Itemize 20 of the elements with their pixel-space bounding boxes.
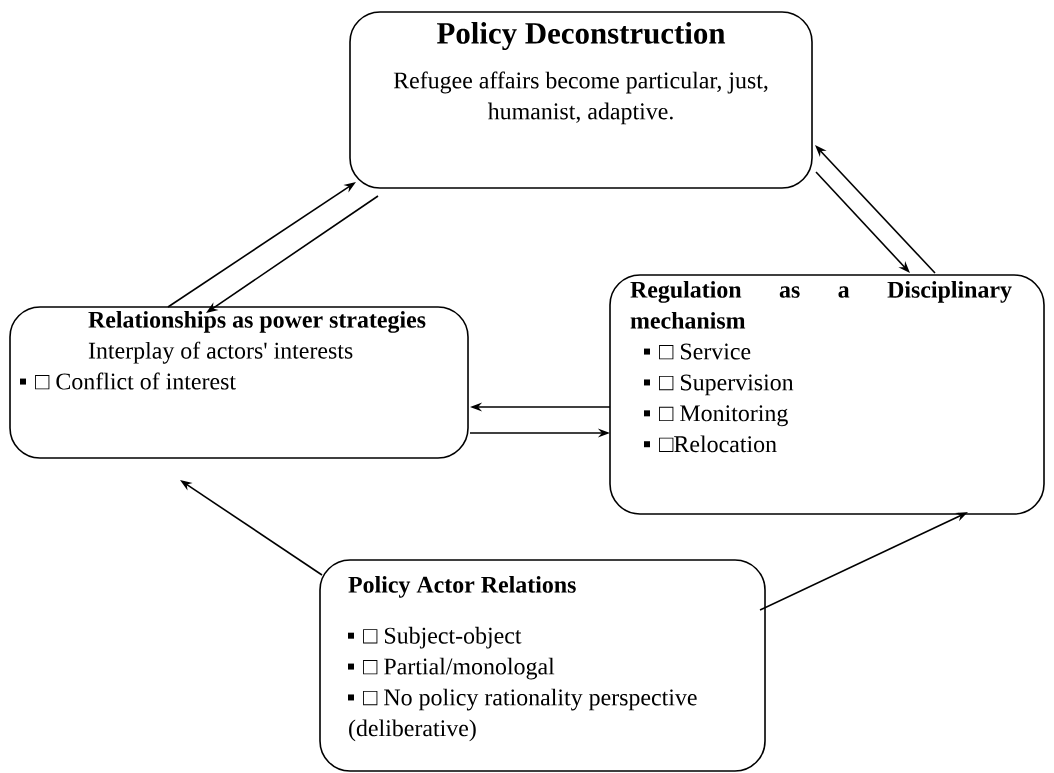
list-item: □ Supervision	[644, 374, 794, 396]
list-item: □ Service	[644, 343, 751, 360]
heading: Relationships as power strategies	[88, 311, 426, 333]
list-item: □ No policy rationality perspective (deliberative)	[348, 688, 697, 742]
rounded-box	[609, 274, 1045, 515]
heading: Regulation as a Disciplinary mechanism	[630, 281, 1012, 329]
arrow	[815, 145, 936, 274]
rounded-box	[349, 11, 813, 189]
heading: Policy Deconstruction	[437, 22, 726, 51]
description: Interplay of actors' interests	[88, 341, 353, 364]
rounded-box	[9, 306, 469, 459]
description: Refugee affairs become particular, just, humanist, adaptive.	[393, 71, 768, 125]
list-item: □ Subject-object	[348, 626, 522, 649]
rounded-box	[319, 559, 766, 772]
list-item: □Relocation	[644, 435, 777, 453]
list-item: □ Monitoring	[644, 405, 788, 427]
arrow	[815, 171, 910, 273]
list-item: □ Conflict of interest	[20, 372, 236, 390]
heading: Policy Actor Relations	[348, 576, 576, 598]
list-item: □ Partial/monologal	[348, 657, 555, 680]
